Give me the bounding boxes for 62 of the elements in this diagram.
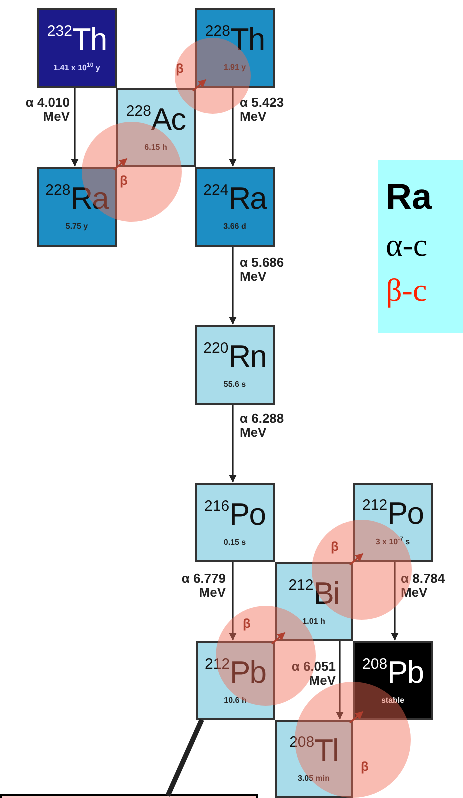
decay-arrow <box>229 405 237 483</box>
edge-label: β <box>176 62 185 76</box>
decay-arrow <box>229 247 237 325</box>
decay-arrow <box>271 632 286 645</box>
isotope-box <box>195 167 275 247</box>
edge-label: α 5.423 MeV <box>240 96 286 124</box>
half-life: 10.6 h <box>224 696 247 704</box>
half-life: 0.15 s <box>224 538 246 546</box>
half-life: 5.75 y <box>66 222 88 231</box>
edge-label: α 6.288 MeV <box>240 412 286 440</box>
half-life: 3.66 d <box>224 222 246 231</box>
decay-arrow <box>229 562 237 641</box>
isotope-symbol: $^{212}$Po <box>362 498 424 530</box>
isotope-box <box>275 720 353 798</box>
isotope-symbol: $^{216}$Po <box>204 498 266 530</box>
isotope-symbol: $^{212}$Bi <box>288 578 340 608</box>
edge-label: α 5.686 MeV <box>240 256 286 284</box>
isotope-box <box>195 483 275 562</box>
half-life: 1.91 y <box>224 63 246 72</box>
edge-label: α 8.784 MeV <box>401 572 446 600</box>
isotope-box <box>196 641 275 720</box>
half-life: 6.15 h <box>144 142 168 152</box>
edge-label: α 4.010 MeV <box>24 96 70 124</box>
isotope-box <box>353 641 433 720</box>
edge-label: β <box>331 540 340 554</box>
isotope-symbol: $^{220}$Rn <box>204 341 266 372</box>
isotope-box <box>37 8 117 88</box>
decay-arrow <box>336 641 344 720</box>
decay-arrow <box>71 88 79 167</box>
legend-panel <box>378 160 463 333</box>
edge-label: β <box>361 760 370 774</box>
isotope-symbol: $^{228}$Th <box>205 24 265 55</box>
edge-label: β <box>243 617 252 631</box>
decay-arrow <box>229 88 237 167</box>
edge-label: α 6.051 MeV <box>290 660 336 688</box>
half-life: 3.05 min <box>298 774 330 783</box>
half-life: 1.41 x 10$^{10}$ y <box>54 62 100 72</box>
isotope-box <box>353 483 433 562</box>
half-life: 1.01 h <box>302 616 326 626</box>
decay-arrow <box>192 79 207 92</box>
legend-text: Ra <box>386 175 432 219</box>
isotope-symbol: $^{228}$Ac <box>126 104 186 134</box>
half-life: 3 x 10$^{-7}$ s <box>376 537 410 547</box>
isotope-box <box>195 8 275 88</box>
edge-label: α 6.779 MeV <box>180 572 226 600</box>
isotope-symbol: $^{232}$Th <box>47 24 107 55</box>
legend-text: β-c <box>386 271 428 310</box>
isotope-symbol: $^{228}$Ra <box>46 183 108 214</box>
isotope-box <box>195 325 275 405</box>
isotope-symbol: $^{224}$Ra <box>204 183 266 214</box>
isotope-symbol: $^{208}$Pb <box>362 656 424 688</box>
edge-label: β <box>120 174 129 188</box>
decay-arrow <box>349 711 364 724</box>
isotope-box <box>275 562 353 641</box>
decay-arrow <box>113 158 128 171</box>
isotope-box <box>116 88 196 167</box>
decay-arrow <box>391 562 399 641</box>
legend-text: α-c <box>386 226 428 265</box>
decay-arrow <box>349 553 364 566</box>
isotope-box <box>37 167 117 247</box>
leader-line <box>166 718 204 798</box>
half-life: 55.6 s <box>224 380 246 389</box>
